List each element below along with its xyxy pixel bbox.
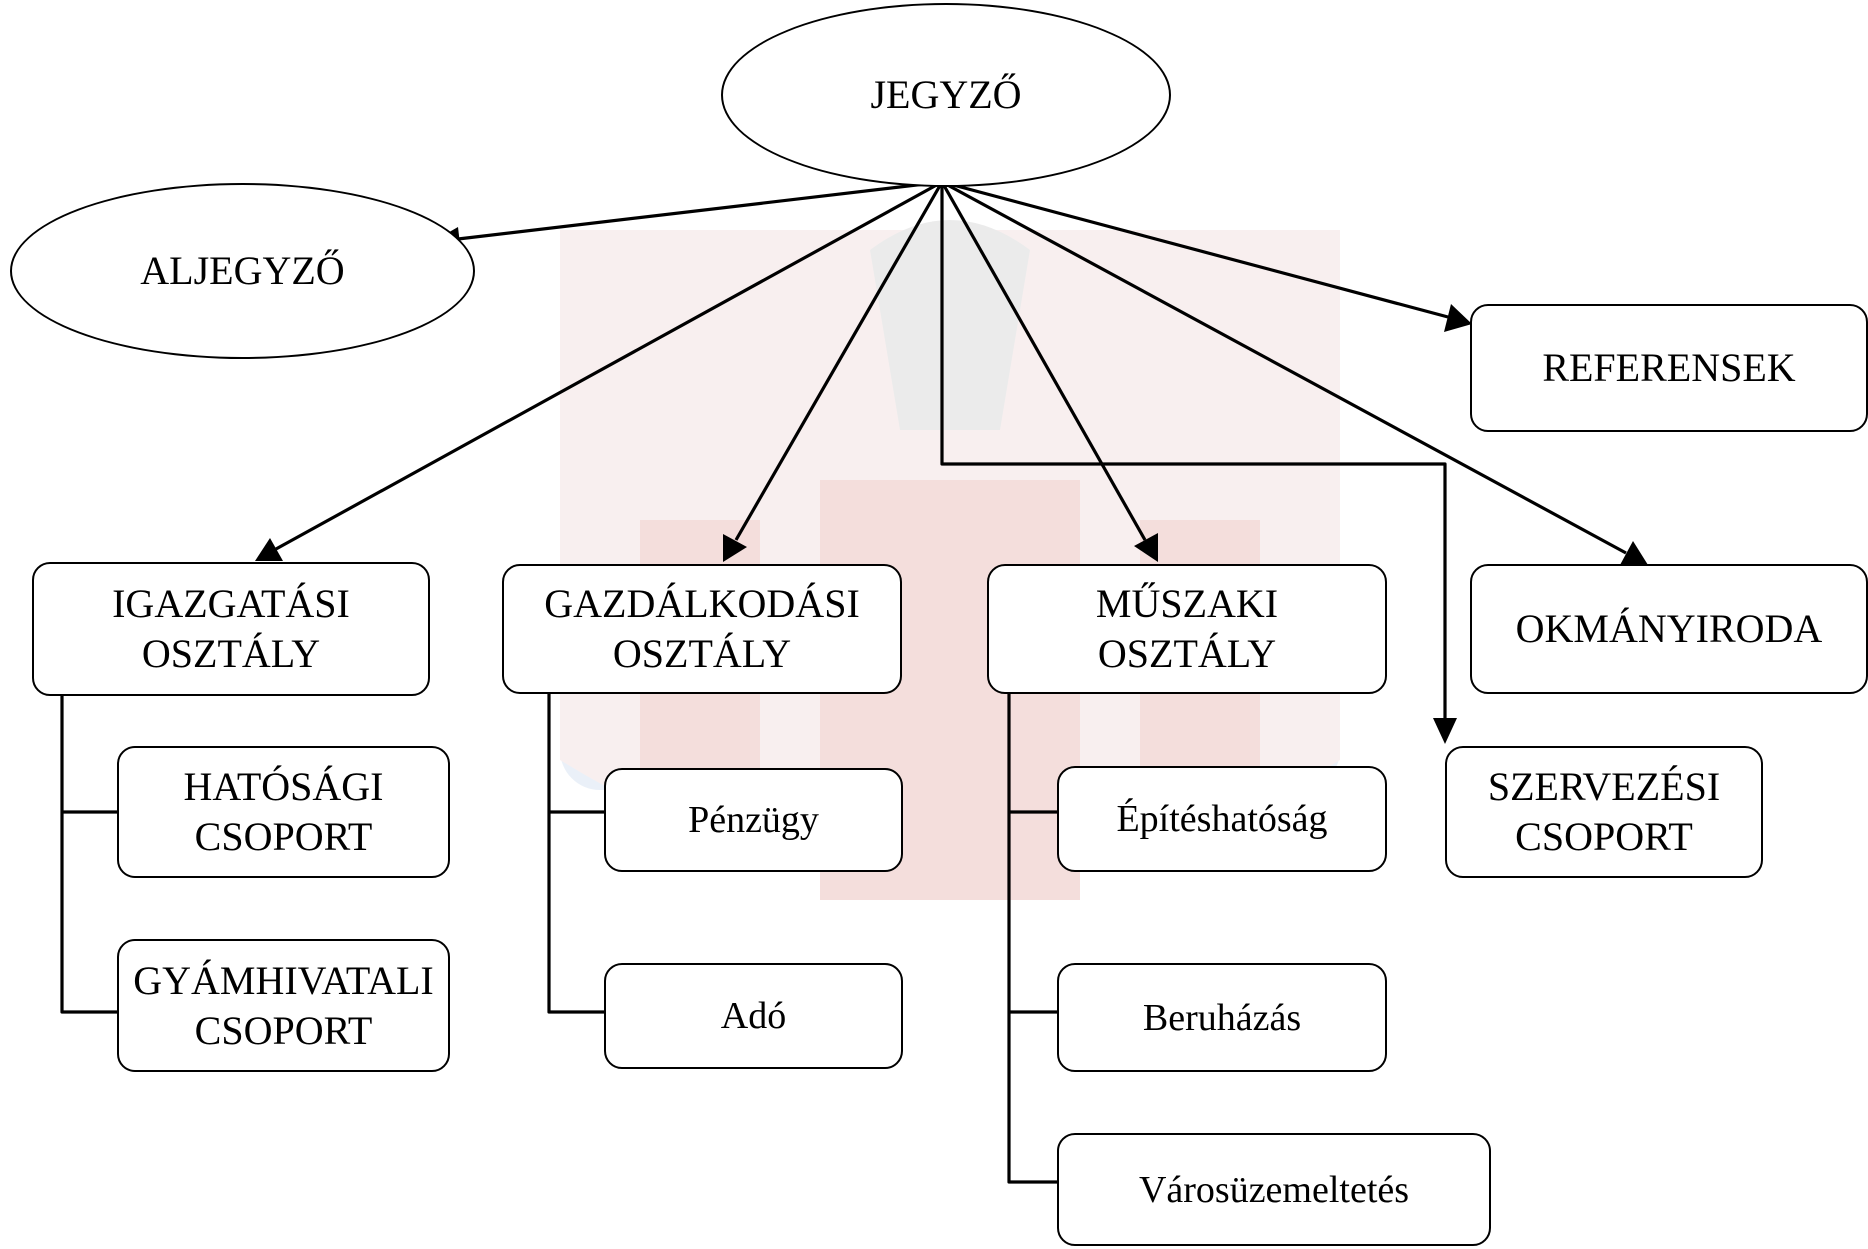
node-epiteshatosag: Építéshatóság (1057, 766, 1387, 872)
node-muszaki-label: MŰSZAKI OSZTÁLY (1095, 581, 1279, 676)
node-penzugy: Pénzügy (604, 768, 903, 872)
edge-jegyzo-aljegyzo (457, 180, 943, 241)
node-igazgatasi-label: IGAZGATÁSI OSZTÁLY (112, 581, 350, 676)
bracket-gazdalkodasi (547, 694, 605, 1014)
node-hatosagi-label: HATÓSÁGI CSOPORT (183, 764, 384, 859)
arrowhead (1433, 718, 1457, 744)
arrowhead (723, 534, 747, 562)
edge-jegyzo-referensek (941, 180, 1449, 319)
bracket-muszaki (1007, 694, 1058, 1184)
node-jegyzo-label: JEGYZŐ (870, 72, 1022, 117)
bracket-igazgatasi (60, 696, 118, 1014)
node-gazdalkodasi: GAZDÁLKODÁSI OSZTÁLY (502, 564, 902, 694)
node-muszaki: MŰSZAKI OSZTÁLY (987, 564, 1387, 694)
node-gyamhivatali: GYÁMHIVATALI CSOPORT (117, 939, 450, 1072)
node-ado-label: Adó (720, 995, 787, 1037)
node-ado: Adó (604, 963, 903, 1069)
node-varosuzemeltetes: Városüzemeltetés (1057, 1133, 1491, 1246)
arrowhead (1134, 533, 1158, 562)
node-szervezesi: SZERVEZÉSI CSOPORT (1445, 746, 1763, 878)
node-okmanyiroda-label: OKMÁNYIRODA (1515, 606, 1823, 651)
edge-jegyzo-gazdalkodasi (734, 181, 944, 541)
node-aljegyzo: ALJEGYZŐ (10, 183, 475, 359)
arrowhead (255, 538, 283, 561)
node-jegyzo: JEGYZŐ (721, 3, 1171, 187)
node-okmanyiroda: OKMÁNYIRODA (1470, 564, 1868, 694)
node-gazdalkodasi-label: GAZDÁLKODÁSI OSZTÁLY (544, 581, 860, 676)
node-hatosagi: HATÓSÁGI CSOPORT (117, 746, 450, 878)
node-beruhazas-label: Beruházás (1142, 996, 1302, 1039)
arrowhead (1444, 304, 1472, 332)
node-referensek-label: REFERENSEK (1542, 345, 1796, 390)
edge-jegyzo-szervezesi (940, 182, 1447, 720)
arrowhead (1620, 541, 1648, 565)
node-referensek: REFERENSEK (1470, 304, 1868, 432)
node-szervezesi-label: SZERVEZÉSI CSOPORT (1487, 764, 1721, 859)
node-penzugy-label: Pénzügy (688, 799, 819, 841)
node-gyamhivatali-label: GYÁMHIVATALI CSOPORT (133, 957, 434, 1053)
node-epiteshatosag-label: Építéshatóság (1116, 798, 1328, 840)
edge-jegyzo-muszaki (940, 181, 1147, 541)
edge-jegyzo-igazgatasi (275, 180, 943, 551)
node-aljegyzo-label: ALJEGYZŐ (140, 248, 345, 293)
node-varosuzemeltetes-label: Városüzemeltetés (1138, 1168, 1410, 1211)
node-beruhazas: Beruházás (1057, 963, 1387, 1072)
edge-jegyzo-okmanyiroda (941, 180, 1627, 555)
node-igazgatasi: IGAZGATÁSI OSZTÁLY (32, 562, 430, 696)
